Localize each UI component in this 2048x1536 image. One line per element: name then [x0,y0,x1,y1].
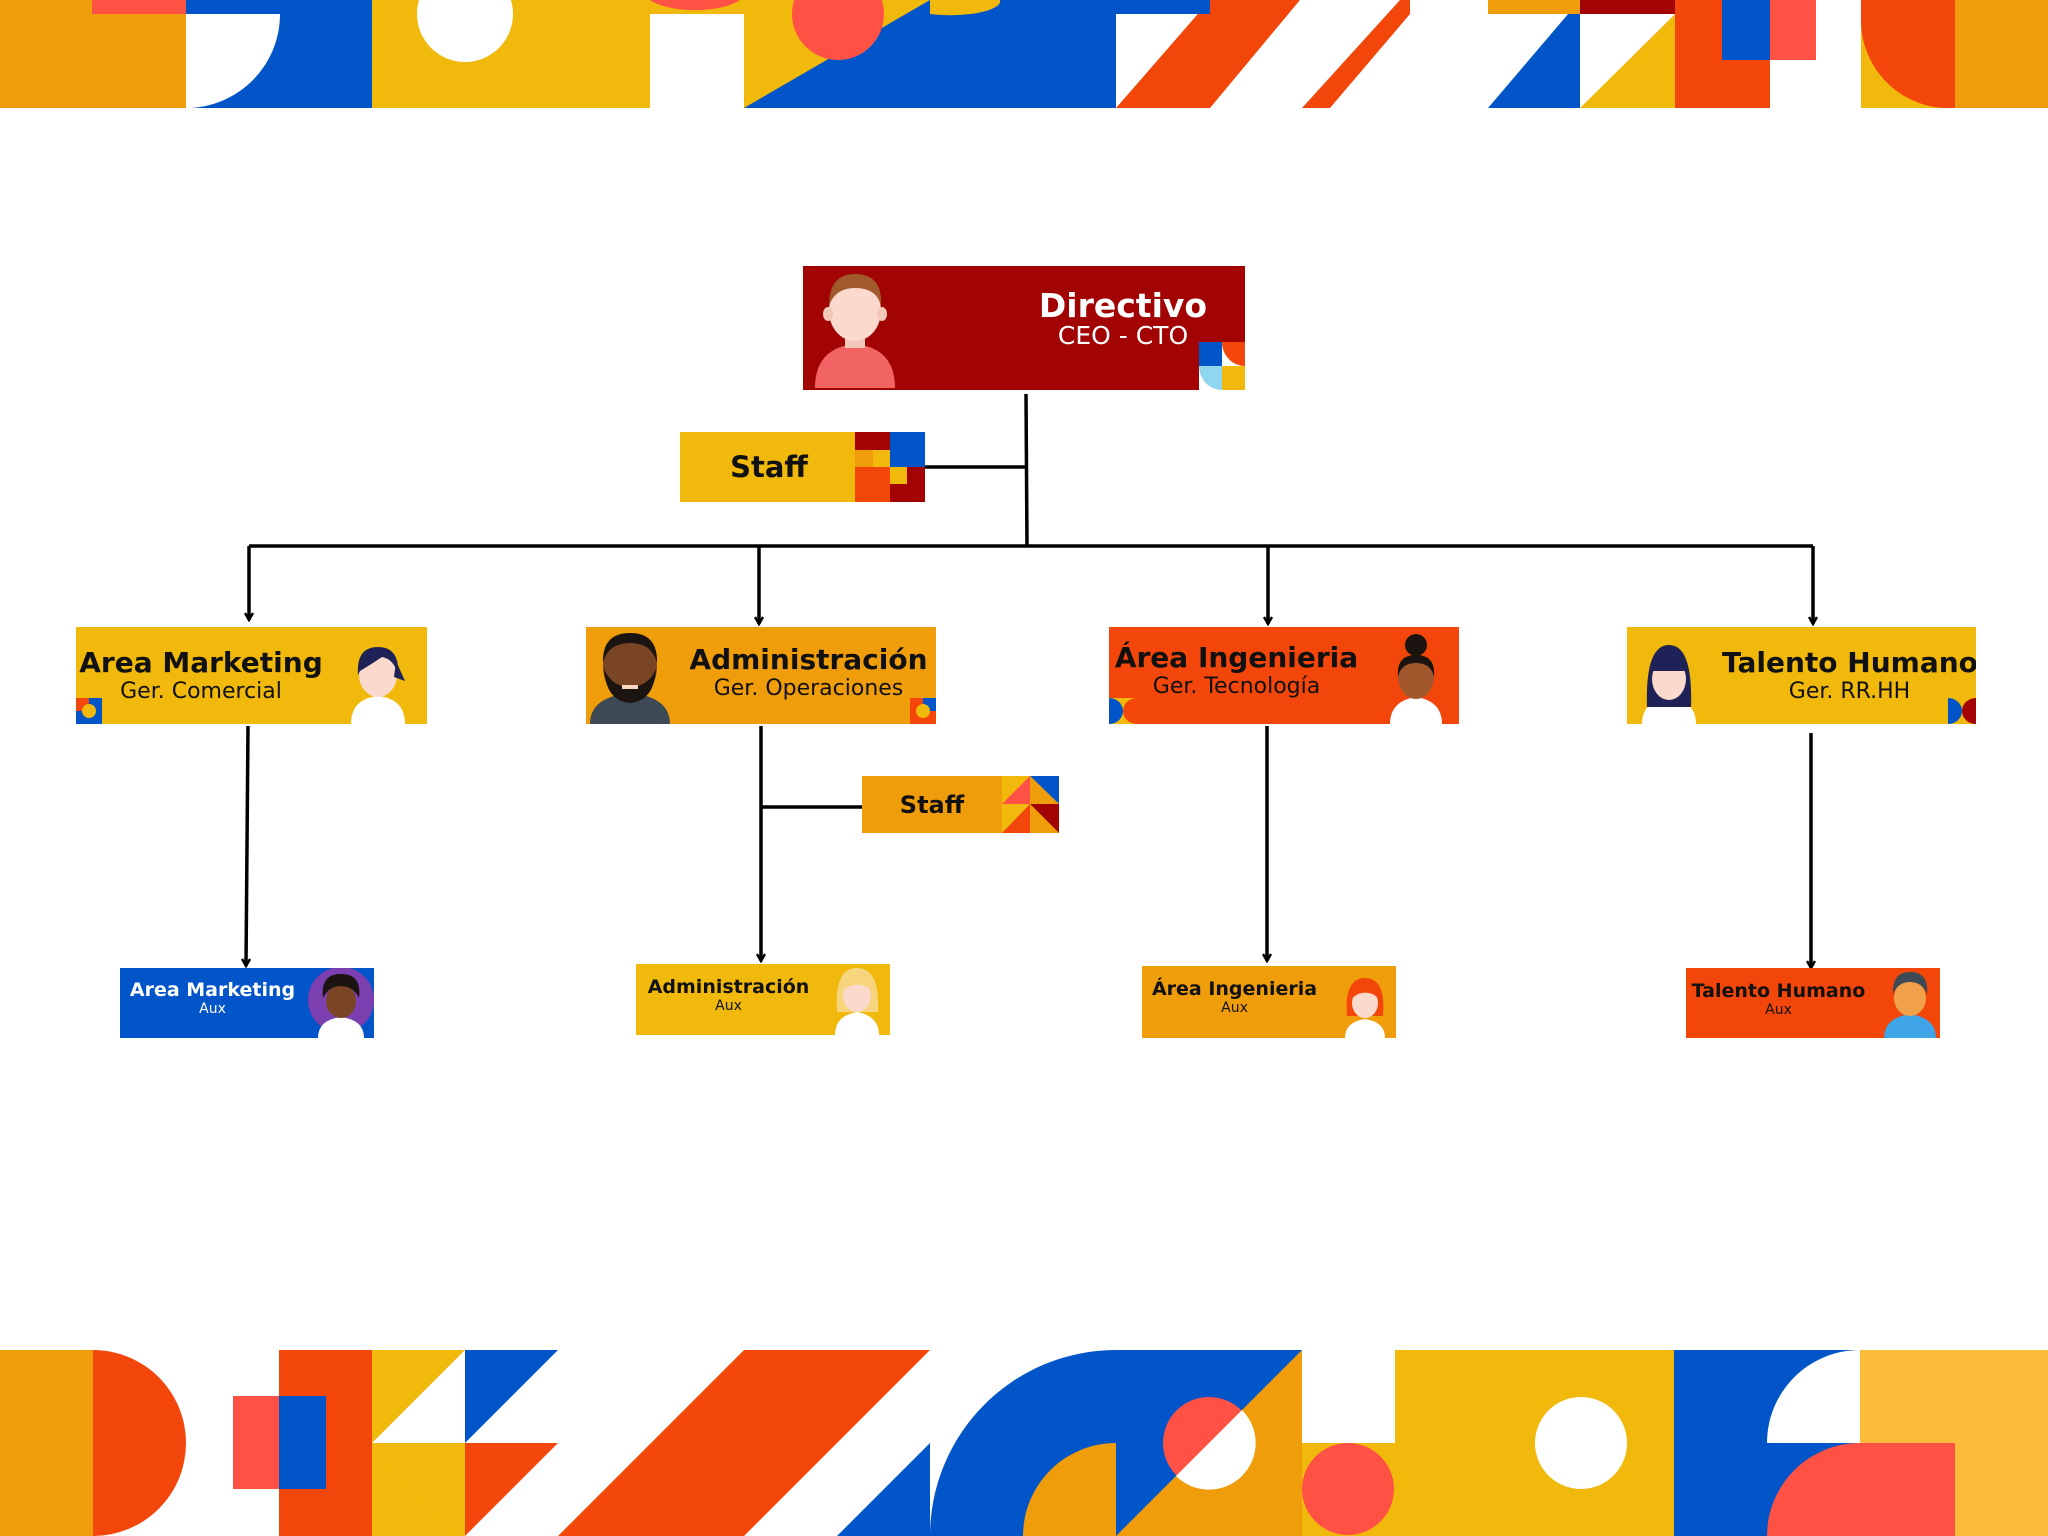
node-subtitle: Ger. Tecnología [1152,674,1321,699]
curly-hair-avatar-icon [308,968,374,1038]
arrow-to-marketing-aux [246,725,248,966]
man-blue-shirt-avatar-icon [1884,972,1936,1038]
node-title: Area Marketing [79,646,323,679]
corner-deco [910,698,936,724]
node-subtitle: Aux [199,1001,226,1017]
node-title: Área Ingenieria [1114,641,1359,674]
node-title: Directivo [1038,286,1208,325]
node-title: Área Ingenieria [1151,978,1318,1000]
assistant-node-administracion: Administración Aux [636,964,890,1035]
node-title: Talento Humano [1691,980,1866,1002]
woman-long-hair-avatar-icon [1642,645,1696,724]
assistant-node-talento-humano: Talento Humano Aux [1686,968,1940,1038]
corner-deco [1948,698,1976,724]
node-subtitle: Ger. RR.HH [1788,679,1911,704]
node-title: Area Marketing [129,979,296,1001]
woman-bun-avatar-icon [1390,634,1442,724]
staff-node-administracion: Staff [862,776,1059,833]
root-trunk-line [1024,393,1029,547]
node-subtitle: Aux [715,998,742,1014]
node-subtitle: Aux [1221,1000,1248,1016]
node-subtitle: Ger. Operaciones [713,676,904,701]
pattern-deco [1002,776,1059,833]
node-subtitle: Aux [1765,1002,1792,1018]
assistant-node-ingenieria: Área Ingenieria Aux [1142,966,1396,1038]
assistant-node-marketing: Area Marketing Aux [120,968,374,1038]
node-title: Staff [899,791,965,819]
blonde-avatar-icon [835,968,879,1035]
manager-node-marketing: Area Marketing Ger. Comercial [76,627,427,724]
bearded-man-avatar-icon [590,633,670,724]
corner-deco [76,698,102,724]
node-title: Administración [647,976,810,998]
node-title: Staff [730,450,808,484]
redhead-avatar-icon [1345,978,1385,1038]
pattern-deco [855,432,925,502]
woman-avatar-icon [351,647,405,724]
node-title: Administración [689,643,928,676]
manager-node-talento-humano: Talento Humano Ger. RR.HH [1627,627,1976,724]
manager-node-administracion: Administración Ger. Operaciones [586,627,936,724]
root-node-directivo: Directivo CEO - CTO [803,266,1245,390]
corner-deco [1109,698,1137,724]
bottom-decorative-band [0,1350,2048,1536]
man-avatar-icon [815,274,895,388]
node-subtitle: CEO - CTO [1057,321,1189,350]
top-decorative-band [0,0,2048,108]
staff-node-top: Staff [680,432,925,502]
manager-node-ingenieria: Área Ingenieria Ger. Tecnología [1109,627,1459,724]
node-title: Talento Humano [1722,646,1976,679]
node-subtitle: Ger. Comercial [120,679,282,704]
corner-deco [1199,342,1245,390]
